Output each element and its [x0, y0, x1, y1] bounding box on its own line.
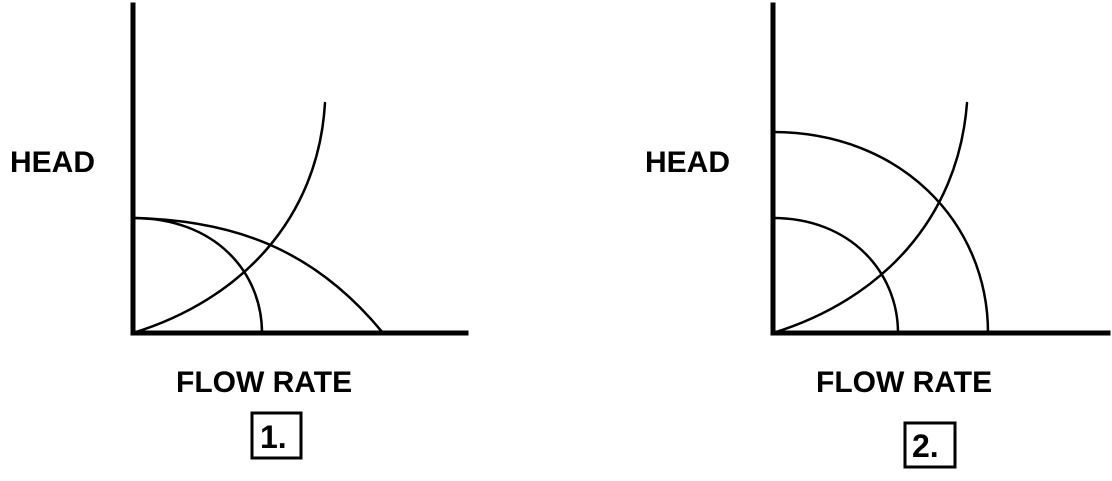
panel-2-pump-curve-single: [771, 216, 900, 335]
panel-2: HEAD FLOW RATE 2.: [645, 2, 1111, 469]
panel-2-pump-curve-series: [771, 130, 990, 335]
panel-1-system-curve: [131, 101, 327, 335]
panel-1: HEAD FLOW RATE 1.: [10, 2, 469, 460]
panel-2-number: 2.: [912, 428, 939, 464]
panel-2-system-curve: [771, 101, 969, 335]
panel-1-number-frame: [250, 411, 303, 460]
panel-2-x-axis-label: FLOW RATE: [816, 366, 992, 399]
panel-1-y-axis-label: HEAD: [10, 146, 95, 179]
panel-1-number-box: 1.: [250, 411, 303, 460]
panel-1-pump-curve-parallel: [131, 216, 385, 335]
panel-1-x-axis-label: FLOW RATE: [176, 366, 352, 399]
panel-1-number: 1.: [260, 419, 287, 455]
panel-2-number-box: 2.: [903, 421, 957, 469]
panel-2-y-axis-label: HEAD: [645, 146, 730, 179]
panel-2-number-frame: [903, 421, 957, 469]
